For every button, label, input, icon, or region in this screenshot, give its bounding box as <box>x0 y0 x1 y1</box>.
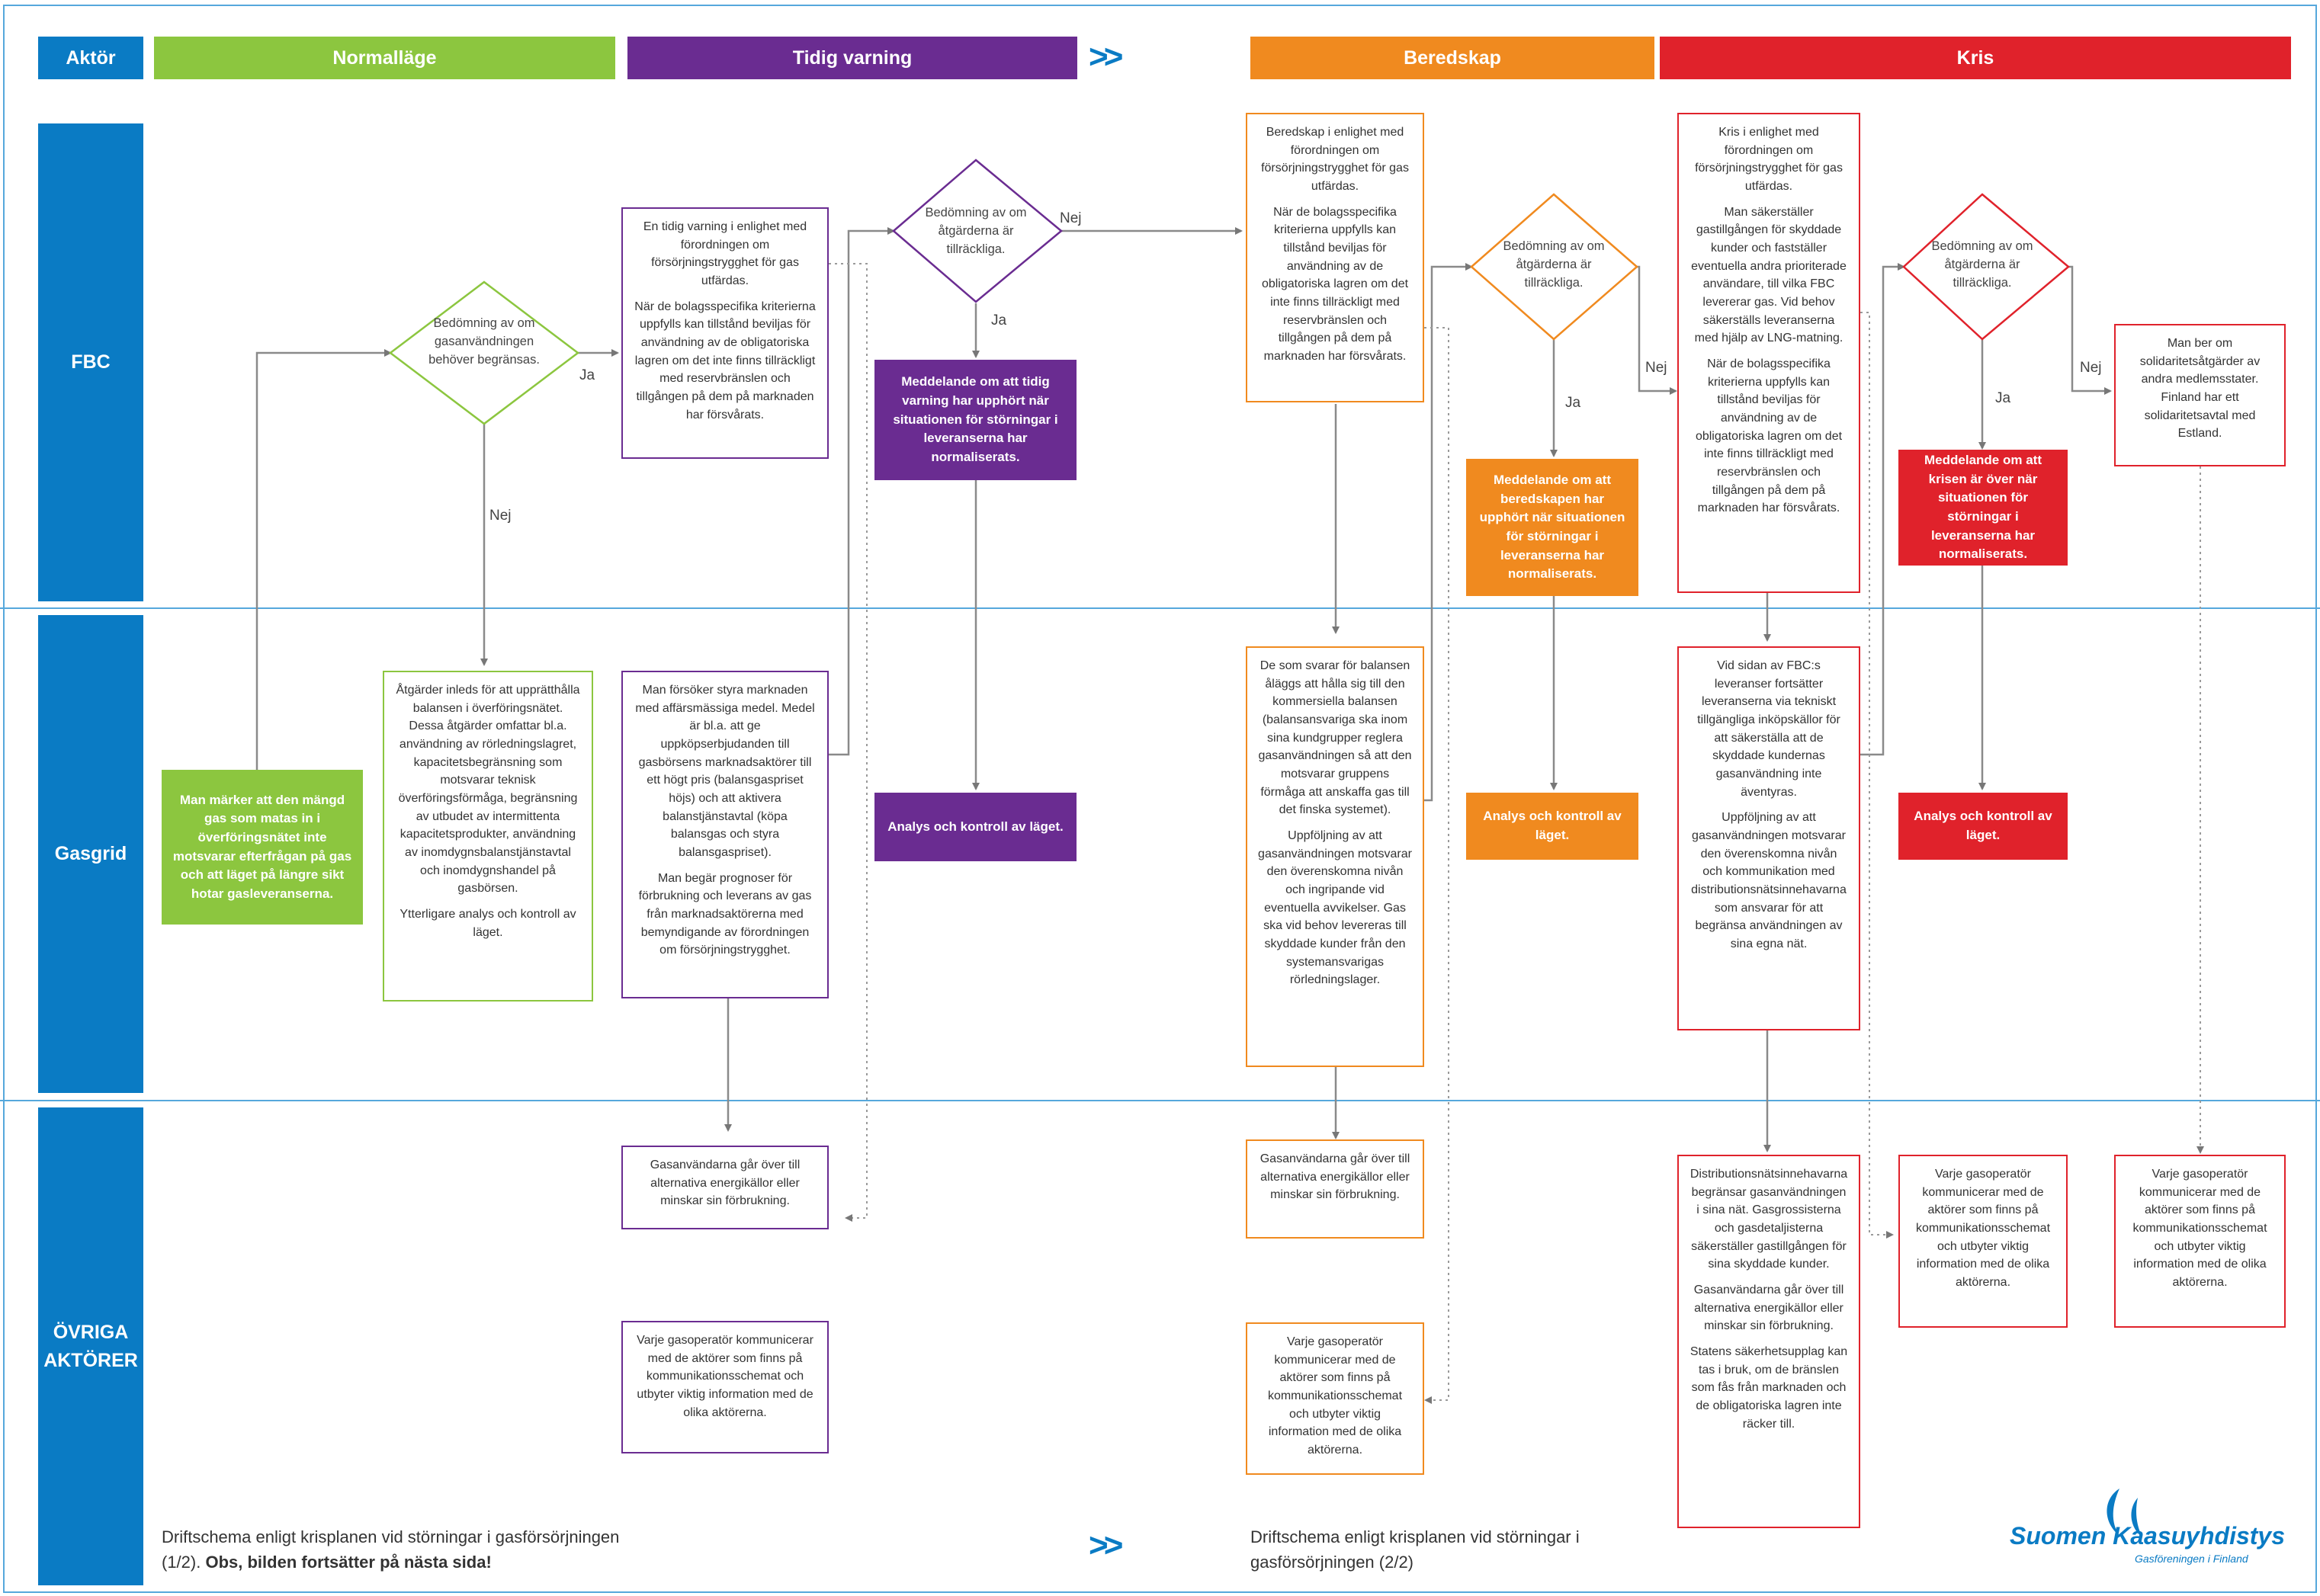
decision-readiness <box>1470 193 1638 341</box>
lane-other-actors: ÖVRIGA AKTÖRER <box>38 1107 143 1585</box>
normal-measures-box: Åtgärder inleds för att upprätthålla bal… <box>383 671 593 1002</box>
ew-yes-label: Ja <box>991 312 1007 328</box>
cr-gasgrid-box: Vid sidan av FBC:s leveranser fortsätter… <box>1677 646 1860 1030</box>
cr-fbc-box: Kris i enlighet med förordningen om förs… <box>1677 113 1860 593</box>
header-crisis: Kris <box>1660 37 2291 79</box>
normal-measures-text: Åtgärder inleds för att upprätthålla bal… <box>396 684 580 896</box>
header-normal: Normalläge <box>154 37 615 79</box>
cr-end-message: Meddelande om att krisen är över när sit… <box>1898 450 2068 566</box>
ew-gasgrid-box: Man försöker styra marknaden med affärsm… <box>621 671 829 998</box>
ew-analysis: Analys och kontroll av läget. <box>874 793 1077 861</box>
footer-left-caption: Driftschema enligt krisplanen vid störni… <box>162 1524 657 1575</box>
rd-gasgrid-text-2: Uppföljning av att gasanvändningen motsv… <box>1258 829 1412 987</box>
arrow-ew-gasgrid-to-decision <box>829 227 895 756</box>
lane-gasgrid: Gasgrid <box>38 615 143 1093</box>
cr-yes-label: Ja <box>1995 390 2011 406</box>
arrow-cr-decision-no <box>2068 265 2112 395</box>
rd-gasgrid-text-1: De som svarar för balansen åläggs att hå… <box>1258 659 1412 817</box>
dotted-ew <box>829 263 868 1222</box>
logo-name: Suomen Kaasuyhdistys <box>2010 1522 2285 1550</box>
footer-arrow: >> <box>1089 1527 1123 1564</box>
ew-fbc-text-2: När de bolagsspecifika kriterierna uppfy… <box>634 300 816 421</box>
cr-other-text-2: Gasanvändarna går över till alternativa … <box>1693 1284 1844 1333</box>
cr-gasgrid-text-1: Vid sidan av FBC:s leveranser fortsätter… <box>1697 659 1840 799</box>
arrow-start-to-decision <box>255 349 392 770</box>
rd-fbc-box: Beredskap i enlighet med förordningen om… <box>1246 113 1424 402</box>
footer-left-bold: Obs, bilden fortsätter på nästa sida! <box>205 1553 492 1572</box>
arrow-rd-gasgrid-to-decision <box>1424 263 1473 802</box>
rd-fbc-text-2: När de bolagsspecifika kriterierna uppfy… <box>1261 205 1409 364</box>
header-early-warning: Tidig varning <box>627 37 1077 79</box>
cr-fbc-text-1: Kris i enlighet med förordningen om förs… <box>1695 126 1843 194</box>
rd-decision-text: Bedömning av om åtgärderna är tillräckli… <box>1503 239 1605 290</box>
cr-other-comm-box-1: Varje gasoperatör kommunicerar med de ak… <box>1898 1155 2068 1328</box>
rd-yes-label: Ja <box>1565 395 1581 411</box>
cr-analysis: Analys och kontroll av läget. <box>1898 793 2068 860</box>
cr-solidarity-box: Man ber om solidaritetsåtgärder av andra… <box>2114 324 2286 466</box>
normal-gasgrid-start: Man märker att den mängd gas som matas i… <box>162 770 363 925</box>
normal-decision-text: Bedömning av om gasanvändningen behöver … <box>428 316 540 367</box>
header-actor: Aktör <box>38 37 143 79</box>
ew-gasgrid-text-1: Man försöker styra marknaden med affärsm… <box>635 684 815 860</box>
cr-fbc-text-2: Man säkerställer gastillgången för skydd… <box>1691 205 1847 345</box>
ew-decision-text: Bedömning av om åtgärderna är tillräckli… <box>925 206 1027 256</box>
normal-no-label: Nej <box>489 508 512 524</box>
rd-other-users-box: Gasanvändarna går över till alternativa … <box>1246 1139 1424 1239</box>
ew-other-comm-box: Varje gasoperatör kommunicerar med de ak… <box>621 1321 829 1453</box>
rd-end-message: Meddelande om att beredskapen har upphör… <box>1466 459 1638 596</box>
logo: Suomen Kaasuyhdistys Gasföreningen i Fin… <box>2005 1482 2295 1574</box>
rd-fbc-text-1: Beredskap i enlighet med förordningen om… <box>1261 126 1409 194</box>
ew-end-message: Meddelande om att tidig varning har upph… <box>874 360 1077 480</box>
normal-measures-text-2: Ytterligare analys och kontroll av läget… <box>400 908 576 939</box>
cr-decision-text: Bedömning av om åtgärderna är tillräckli… <box>1931 239 2033 290</box>
cr-fbc-text-3: När de bolagsspecifika kriterierna uppfy… <box>1695 357 1843 515</box>
header-readiness: Beredskap <box>1250 37 1654 79</box>
cr-gasgrid-text-2: Uppföljning av att gasanvändningen motsv… <box>1691 811 1847 951</box>
cr-other-text-3: Statens säkerhetsupplag kan tas i bruk, … <box>1689 1345 1848 1431</box>
rd-no-label: Nej <box>1645 360 1667 376</box>
ew-gasgrid-text-2: Man begär prognoser för förbrukning och … <box>638 871 812 957</box>
decision-normal <box>388 280 580 425</box>
rd-analysis: Analys och kontroll av läget. <box>1466 793 1638 860</box>
dotted-rd <box>1424 327 1449 1404</box>
normal-yes-label: Ja <box>579 367 595 383</box>
lane-divider-2 <box>0 1100 2320 1101</box>
rd-other-comm-box: Varje gasoperatör kommunicerar med de ak… <box>1246 1322 1424 1475</box>
dotted-cr <box>1860 312 1894 1239</box>
logo-subtitle: Gasföreningen i Finland <box>2135 1553 2248 1565</box>
decision-crisis <box>1902 193 2070 341</box>
cr-no-label: Nej <box>2080 360 2102 376</box>
lane-divider-1 <box>0 607 2320 609</box>
header-arrow: >> <box>1089 38 1123 75</box>
ew-other-users-box: Gasanvändarna går över till alternativa … <box>621 1146 829 1229</box>
ew-fbc-box: En tidig varning i enlighet med förordni… <box>621 207 829 459</box>
decision-early-warning <box>892 159 1063 303</box>
logo-mark-icon <box>2107 1489 2142 1537</box>
cr-other-text-1: Distributionsnätsinnehavarna begränsar g… <box>1689 1168 1848 1271</box>
cr-other-comm-box-2: Varje gasoperatör kommunicerar med de ak… <box>2114 1155 2286 1328</box>
ew-fbc-text-1: En tidig varning i enlighet med förordni… <box>643 220 807 288</box>
page-frame <box>3 5 2317 1593</box>
ew-no-label: Nej <box>1060 210 1082 226</box>
arrow-cr-gasgrid-to-decision <box>1860 263 1905 756</box>
footer-left-text: Driftschema enligt krisplanen vid störni… <box>162 1527 620 1572</box>
lane-fbc: FBC <box>38 123 143 601</box>
footer-right-caption: Driftschema enligt krisplanen vid störni… <box>1250 1527 1580 1572</box>
cr-distribution-box: Distributionsnätsinnehavarna begränsar g… <box>1677 1155 1860 1528</box>
rd-gasgrid-box: De som svarar för balansen åläggs att hå… <box>1246 646 1424 1067</box>
